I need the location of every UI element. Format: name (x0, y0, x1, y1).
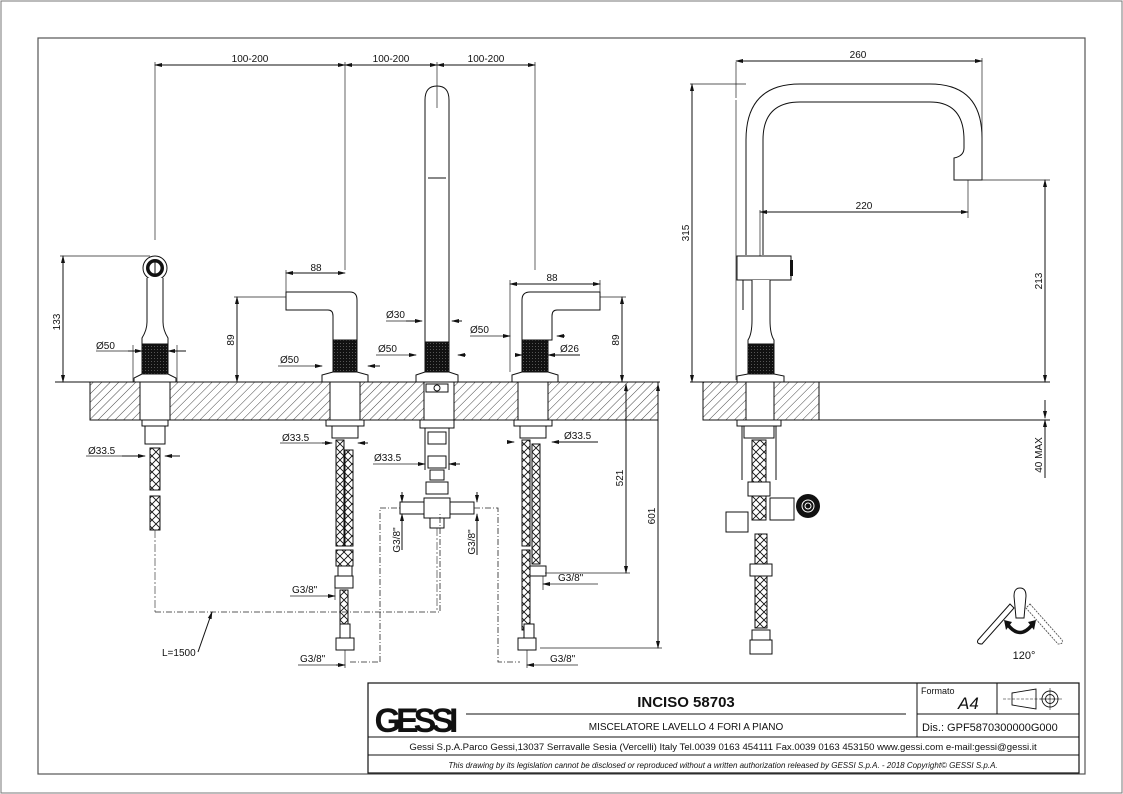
dim-thread-dia-3: Ø33.5 (374, 453, 402, 464)
side-spout (745, 83, 983, 255)
dim-handshower-dia: Ø50 (96, 341, 115, 352)
dim-right-valve-width: 88 (546, 273, 558, 284)
copyright-disclaimer: This drawing by its legislation cannot b… (448, 761, 997, 770)
dim-tee-thread-right: G3/8" (467, 529, 478, 555)
dim-thread-dia-4: Ø33.5 (564, 431, 592, 442)
dim-deck-thickness: 40 MAX (1034, 437, 1045, 473)
dim-hose-thread-1: G3/8" (292, 585, 318, 596)
handshower (133, 255, 177, 612)
dim-hose-length: L=1500 (162, 648, 196, 659)
dim-spacing-2: 100-200 (373, 54, 410, 65)
dim-side-reach: 260 (850, 50, 867, 61)
dim-thread-dia-1: Ø33.5 (88, 446, 116, 457)
dim-spacing-1: 100-200 (232, 54, 269, 65)
dim-spout-reach: 220 (856, 201, 873, 212)
dim-hose-thread-4: G3/8" (550, 654, 576, 665)
dim-spout-dia-base: Ø50 (378, 344, 397, 355)
dim-right-valve-dia: Ø50 (470, 325, 489, 336)
title-block: GESSI INCISO 58703 MISCELATORE LAVELLO 4… (367, 682, 1080, 774)
front-view: 100-200 100-200 100-200 133 (52, 54, 662, 668)
dim-spout-dia-top: Ø30 (386, 310, 405, 321)
dim-tee-thread-left: G3/8" (392, 527, 403, 553)
dim-hose-thread-3: G3/8" (558, 573, 584, 584)
company-info: Gessi S.p.A.Parco Gessi,13037 Serravalle… (409, 742, 1037, 753)
hose-route-handshower (155, 512, 441, 613)
product-description: MISCELATORE LAVELLO 4 FORI A PIANO (589, 722, 784, 733)
right-valve (511, 291, 601, 651)
product-name: INCISO 58703 (637, 694, 735, 711)
dim-depth-521: 521 (615, 469, 626, 486)
dim-depth-601: 601 (647, 507, 658, 524)
drawing-number: Dis.: GPF5870300000G000 (922, 722, 1058, 734)
countertop-section (89, 381, 659, 421)
dim-right-valve-stem-dia: Ø26 (560, 344, 579, 355)
dim-left-valve-height: 89 (226, 334, 237, 346)
dim-total-height: 315 (681, 224, 692, 241)
format-value: A4 (957, 694, 979, 713)
dim-left-valve-dia: Ø50 (280, 355, 299, 366)
format-label: Formato (921, 686, 955, 696)
dim-right-valve-height: 89 (611, 334, 622, 346)
spout (399, 75, 475, 612)
side-handle (736, 255, 792, 281)
dim-thread-dia-2: Ø33.5 (282, 433, 310, 444)
dim-spacing-3: 100-200 (468, 54, 505, 65)
dim-left-valve-width: 88 (310, 263, 322, 274)
projection-symbol-icon (1003, 688, 1062, 710)
rotation-icon (977, 587, 1063, 645)
dim-spout-height: 213 (1034, 272, 1045, 289)
rotation-angle: 120° (1013, 650, 1036, 662)
dim-handshower-height: 133 (52, 313, 63, 330)
left-valve (285, 291, 369, 651)
gessi-logo: GESSI (375, 702, 457, 740)
dim-hose-thread-2: G3/8" (300, 654, 326, 665)
side-view: 260 220 315 (681, 50, 1063, 662)
drawing-border (37, 37, 1086, 775)
